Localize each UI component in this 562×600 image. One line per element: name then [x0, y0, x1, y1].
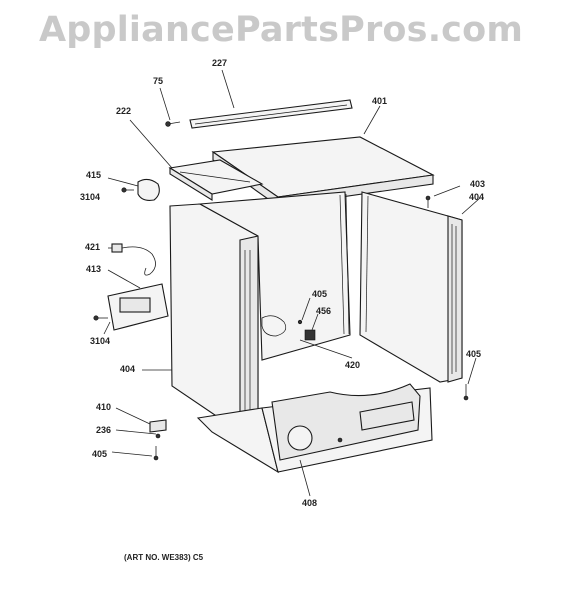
label-3104-top: 3104 [80, 192, 100, 202]
hinge-bracket-410[interactable] [149, 419, 167, 439]
label-405-middle: 405 [312, 289, 327, 299]
label-75: 75 [153, 76, 163, 86]
left-side-panel-404[interactable] [169, 203, 259, 434]
screw-3104-top[interactable] [121, 187, 134, 193]
label-236: 236 [96, 425, 111, 435]
screw-405-middle[interactable] [297, 319, 303, 325]
cover-plate-415[interactable] [137, 178, 160, 201]
screw-403[interactable] [425, 195, 431, 208]
label-408: 408 [302, 498, 317, 508]
screw-3104-bottom[interactable] [93, 315, 108, 321]
top-rail-227[interactable] [189, 99, 353, 129]
watermark-logo: AppliancePartsPros.com [38, 10, 524, 50]
label-420: 420 [345, 360, 360, 370]
art-number: (ART NO. WE383) C5 [124, 553, 204, 562]
screw-75[interactable] [165, 121, 181, 127]
label-405-right: 405 [466, 349, 481, 359]
rear-panel[interactable] [198, 191, 351, 361]
label-401: 401 [372, 96, 387, 106]
label-3104-bottom: 3104 [90, 336, 110, 346]
label-403: 403 [470, 179, 485, 189]
label-222: 222 [116, 106, 131, 116]
label-456: 456 [316, 306, 331, 316]
label-404-left: 404 [120, 364, 135, 374]
label-404-right: 404 [469, 192, 484, 202]
label-405-lower: 405 [92, 449, 107, 459]
screw-405-right[interactable] [463, 384, 469, 401]
bracket-413[interactable] [107, 283, 169, 331]
part-456[interactable] [304, 329, 316, 341]
right-side-panel-404[interactable] [359, 191, 463, 383]
label-227: 227 [212, 58, 227, 68]
label-415: 415 [86, 170, 101, 180]
label-413: 413 [86, 264, 101, 274]
label-421: 421 [85, 242, 100, 252]
front-bracket-222[interactable] [168, 159, 264, 201]
power-cord-421[interactable] [111, 243, 156, 276]
label-410: 410 [96, 402, 111, 412]
base-frame-408[interactable] [196, 383, 433, 474]
screw-405-lower[interactable] [153, 446, 159, 461]
